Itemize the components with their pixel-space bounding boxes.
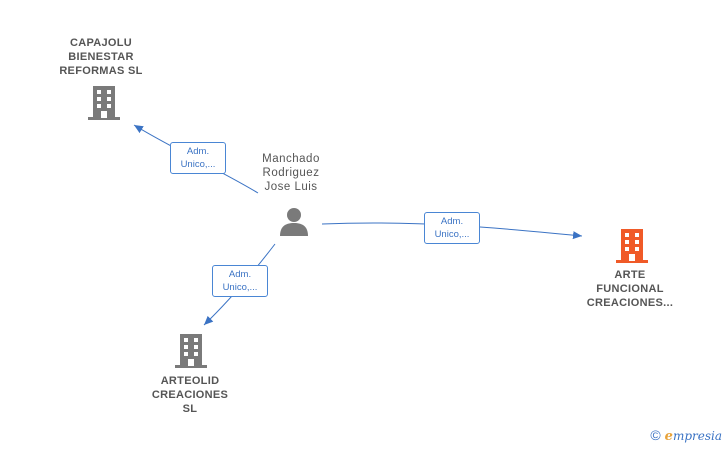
edge-label-line: Adm. bbox=[440, 216, 464, 227]
name-line: CAPAJOLU bbox=[69, 37, 133, 49]
edge-label-line: Adm. bbox=[186, 146, 210, 157]
empresia-watermark: ©empresia bbox=[650, 427, 722, 444]
name-line: CREACIONES bbox=[151, 389, 229, 401]
name-line: FUNCIONAL bbox=[596, 283, 664, 295]
edge-label-line: Unico,... bbox=[222, 282, 258, 293]
name-line: ARTEOLID bbox=[160, 375, 220, 387]
edge-label-line: Adm. bbox=[228, 269, 252, 280]
person-icon[interactable] bbox=[279, 206, 309, 236]
building-icon[interactable] bbox=[88, 86, 120, 120]
building-icon[interactable] bbox=[175, 334, 207, 368]
name-line: Manchado bbox=[262, 153, 320, 165]
edge-label-arte-funcional[interactable]: Adm. Unico,... bbox=[424, 212, 480, 244]
brand-name: mpresia bbox=[672, 429, 722, 443]
edge-label-line: Unico,... bbox=[434, 229, 470, 240]
name-line: ARTE bbox=[614, 269, 646, 281]
company-arte-funcional-label[interactable]: ARTE FUNCIONAL CREACIONES... bbox=[570, 268, 690, 310]
brand-initial: e bbox=[664, 429, 673, 444]
name-line: Jose Luis bbox=[264, 181, 318, 193]
edge-label-line: Unico,... bbox=[180, 159, 216, 170]
name-line: Rodriguez bbox=[262, 167, 320, 179]
name-line: BIENESTAR bbox=[68, 51, 134, 63]
copyright-symbol: © bbox=[650, 427, 661, 443]
edge-label-capajolu[interactable]: Adm. Unico,... bbox=[170, 142, 226, 174]
name-line: SL bbox=[182, 403, 198, 415]
company-capajolu-label[interactable]: CAPAJOLU BIENESTAR REFORMAS SL bbox=[50, 36, 152, 78]
name-line: CREACIONES... bbox=[586, 297, 674, 309]
name-line: REFORMAS SL bbox=[59, 65, 143, 77]
edge-label-arteolid[interactable]: Adm. Unico,... bbox=[212, 265, 268, 297]
person-manchado-label[interactable]: Manchado Rodriguez Jose Luis bbox=[246, 152, 336, 194]
company-arteolid-label[interactable]: ARTEOLID CREACIONES SL bbox=[140, 374, 240, 416]
building-icon-highlighted[interactable] bbox=[616, 229, 648, 263]
